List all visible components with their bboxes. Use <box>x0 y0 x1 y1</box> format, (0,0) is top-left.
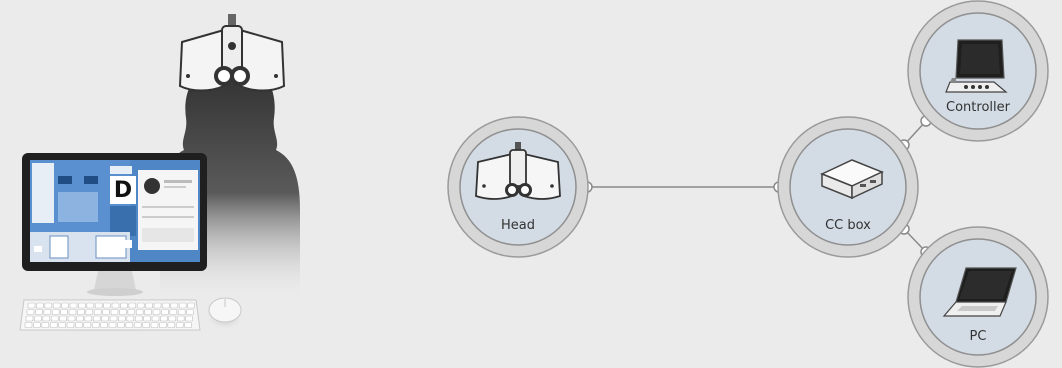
node-head: Head <box>447 116 589 258</box>
cc-box-icon <box>820 159 884 200</box>
node-label-pc: PC <box>970 329 987 344</box>
node-pc: PC <box>907 226 1049 368</box>
node-label-cc-box: CC box <box>825 218 871 233</box>
monitor-big-letter: D <box>114 178 132 203</box>
keyboard <box>14 299 206 334</box>
phoropter-head-on-person <box>178 14 286 92</box>
node-label-head: Head <box>501 218 535 233</box>
phoropter-icon <box>475 142 561 200</box>
controller-icon <box>945 39 1008 93</box>
workstation-illustration: D <box>14 14 300 334</box>
node-label-controller: Controller <box>946 100 1011 115</box>
node-controller: Controller <box>907 0 1049 142</box>
monitor: D <box>22 153 207 296</box>
laptop-icon <box>942 267 1017 317</box>
node-cc-box: CC box <box>777 116 919 258</box>
mouse <box>205 297 245 330</box>
